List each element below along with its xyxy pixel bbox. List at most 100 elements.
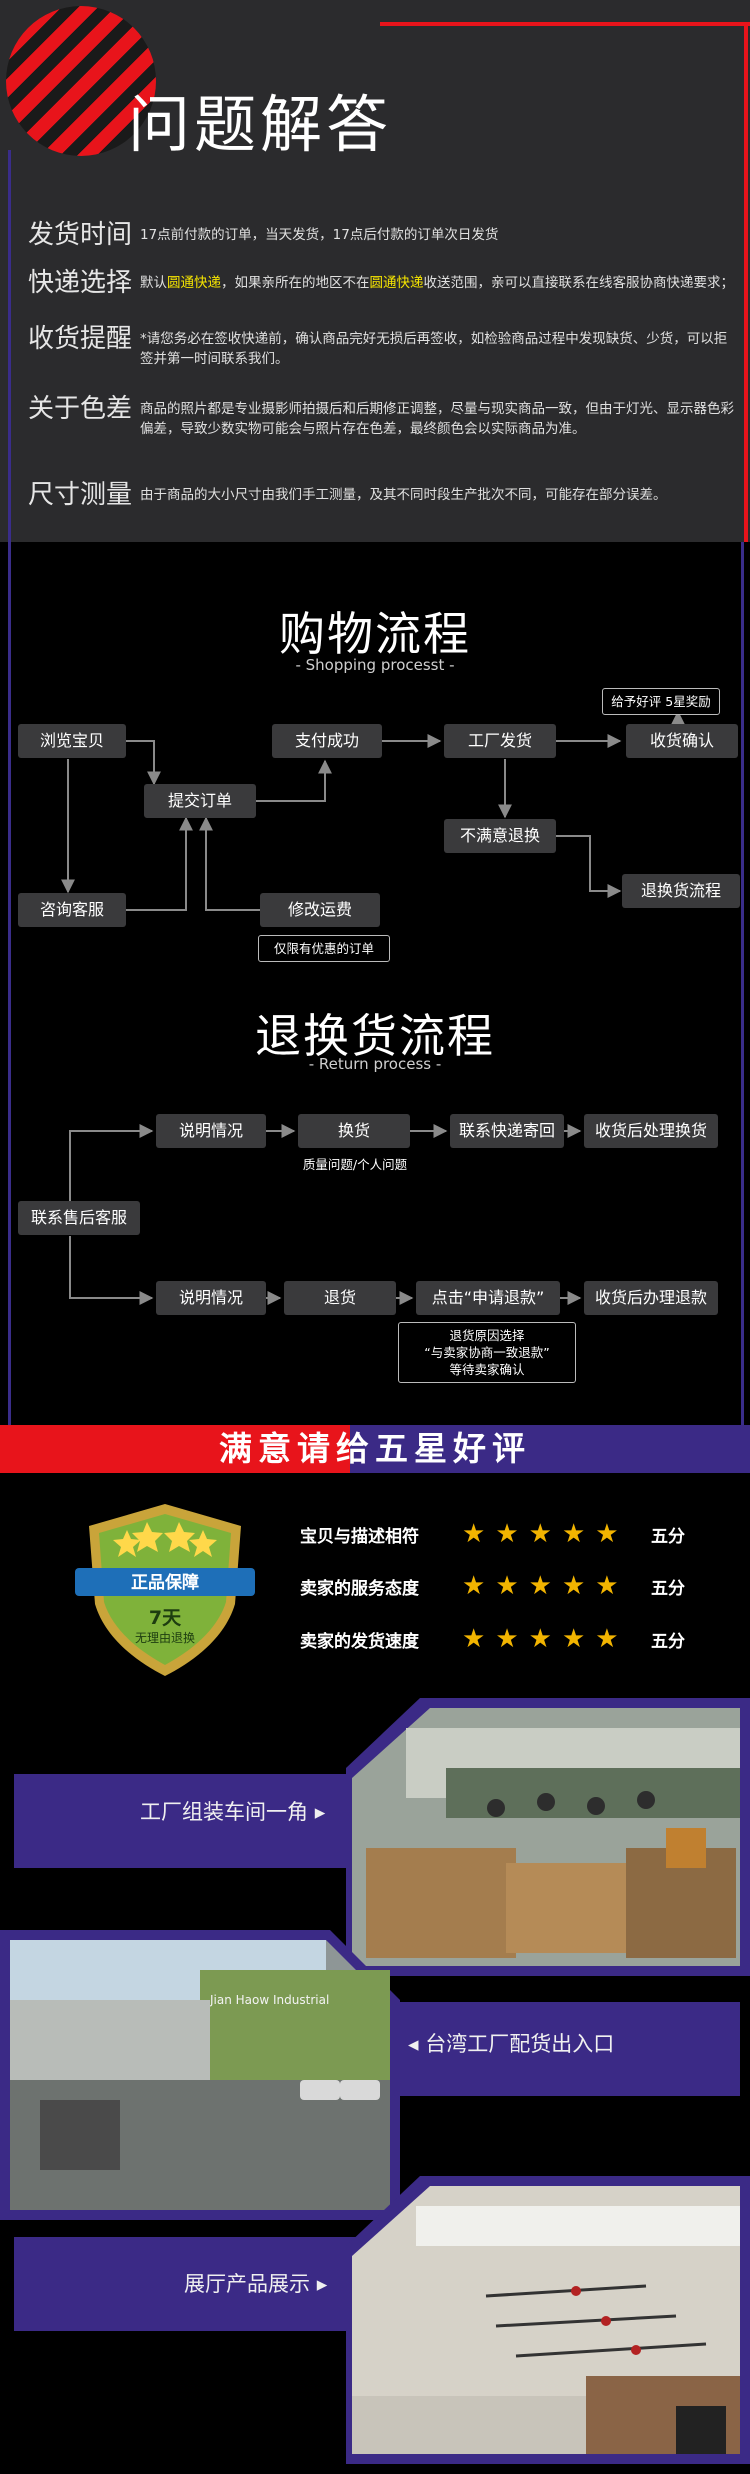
rating-row-description: 宝贝与描述相符 ★★★★★ 五分 xyxy=(300,1516,740,1552)
step-process-exchange: 收货后处理换货 xyxy=(584,1114,718,1148)
step-contact-aftersales: 联系售后客服 xyxy=(18,1201,140,1235)
step-return-flow: 退换货流程 xyxy=(622,874,740,908)
rating-label: 宝贝与描述相符 xyxy=(300,1526,419,1547)
faq-text: *请您务必在签收快递前，确认商品完好无损后再签收，如检验商品过程中发现缺货、少货… xyxy=(140,331,728,367)
faq-label: 快递选择 xyxy=(28,268,133,298)
red-frame-line xyxy=(380,22,750,26)
rating-label: 卖家的服务态度 xyxy=(300,1578,419,1599)
star-icon: ★ xyxy=(595,1624,619,1654)
banner-text-part2: 五星好评 xyxy=(375,1429,531,1468)
faq-item-size: 尺寸测量 由于商品的大小尺寸由我们手工测量，及其不同时段生产批次不同，可能存在部… xyxy=(28,478,738,512)
discount-only-tag: 仅限有优惠的订单 xyxy=(258,935,390,962)
rating-value: 五分 xyxy=(651,1631,685,1652)
shopping-title: 购物流程 xyxy=(279,607,471,661)
return-subtitle: - Return process - xyxy=(308,1055,442,1073)
rating-row-shipping-speed: 卖家的发货速度 ★★★★★ 五分 xyxy=(300,1621,740,1657)
caret-right-icon: ▸ xyxy=(314,1800,326,1824)
star-icon: ★ xyxy=(595,1519,619,1549)
star-icon: ★ xyxy=(528,1571,552,1601)
faq-text-part: ，如果亲所在的地区不在 xyxy=(221,275,370,291)
caption-text: 工厂组装车间一角 xyxy=(140,1800,308,1824)
badge-text: 正品保障 xyxy=(131,1572,199,1593)
factory-sign: Jian Haow Industrial xyxy=(209,1993,329,2007)
purple-frame-line xyxy=(8,542,11,1425)
star-icon: ★ xyxy=(528,1624,552,1654)
caret-right-icon: ▸ xyxy=(316,2272,328,2296)
star-icon: ★ xyxy=(462,1519,486,1549)
faq-section: 问题解答 发货时间 17点前付款的订单，当天发货，17点后付款的订单次日发货 快… xyxy=(0,0,750,542)
star-icon: ★ xyxy=(495,1624,519,1654)
faq-title: 问题解答 xyxy=(128,88,393,161)
badge-days: 7天 xyxy=(149,1607,182,1629)
faq-label: 尺寸测量 xyxy=(28,480,133,510)
purple-frame-line xyxy=(741,542,744,1425)
red-frame-line xyxy=(744,22,748,542)
caption-text: 展厅产品展示 xyxy=(184,2272,310,2296)
courier-highlight: 圆通快递 xyxy=(369,275,424,291)
return-flow-arrows xyxy=(69,1124,582,1305)
photo-caption-showroom: 展厅产品展示 ▸ xyxy=(184,2268,327,2298)
caption-text: 台湾工厂配货出入口 xyxy=(425,2032,615,2056)
star-icon: ★ xyxy=(561,1519,586,1549)
rating-value: 五分 xyxy=(651,1578,685,1599)
step-exchange: 换货 xyxy=(298,1114,410,1148)
step-submit-order: 提交订单 xyxy=(144,784,256,818)
tag-line: 退货原因选择 xyxy=(449,1328,525,1343)
star-icon: ★ xyxy=(528,1519,552,1549)
step-process-refund: 收货后办理退款 xyxy=(584,1281,718,1315)
star-icon: ★ xyxy=(595,1571,619,1601)
step-modify-shipping: 修改运费 xyxy=(260,893,380,927)
shopping-subtitle: - Shopping processt - xyxy=(295,656,455,674)
step-explain-refund: 说明情况 xyxy=(156,1281,266,1315)
guarantee-shield-icon: 正品保障 7天 无理由退换 xyxy=(75,1504,255,1676)
five-star-banner: 满意请给五星好评 xyxy=(0,1425,750,1473)
faq-item-shipping-time: 发货时间 17点前付款的订单，当天发货，17点后付款的订单次日发货 xyxy=(28,218,738,252)
step-explain-exchange: 说明情况 xyxy=(156,1114,266,1148)
refund-reason-tag: 退货原因选择 “与卖家协商一致退款” 等待卖家确认 xyxy=(398,1322,576,1383)
faq-item-color: 关于色差 商品的照片都是专业摄影师拍摄后和后期修正调整，尽量与现实商品一致，但由… xyxy=(28,392,738,439)
star-icon: ★ xyxy=(561,1571,586,1601)
faq-label: 收货提醒 xyxy=(28,324,133,354)
star-icon: ★ xyxy=(462,1624,486,1654)
faq-text-part: 收送范围，亲可以直接联系在线客服协商快递要求； xyxy=(423,275,735,291)
faq-text: 由于商品的大小尺寸由我们手工测量，及其不同时段生产批次不同，可能存在部分误差。 xyxy=(140,487,667,503)
faq-item-receipt: 收货提醒 *请您务必在签收快递前，确认商品完好无损后再签收，如检验商品过程中发现… xyxy=(28,322,738,369)
step-factory-ship: 工厂发货 xyxy=(444,724,556,758)
caret-left-icon: ◂ xyxy=(408,2032,419,2056)
rating-stars: ★★★★★ xyxy=(462,1521,627,1547)
return-title: 退换货流程 xyxy=(255,1009,495,1063)
star-icon: ★ xyxy=(495,1571,519,1601)
step-courier-return: 联系快递寄回 xyxy=(450,1114,564,1148)
rating-stars: ★ ★ ★ ★ ★ xyxy=(462,1573,627,1599)
quality-tag: 质量问题/个人问题 xyxy=(290,1152,420,1177)
tag-line: “与卖家协商一致退款” xyxy=(424,1345,550,1360)
shopping-flow-arrows xyxy=(61,710,685,911)
step-unsatisfied-return: 不满意退换 xyxy=(444,819,556,853)
step-apply-refund: 点击“申请退款” xyxy=(416,1281,560,1315)
faq-text: 默认圆通快递，如果亲所在的地区不在圆通快递收送范围，亲可以直接联系在线客服协商快… xyxy=(140,266,738,293)
step-payment-success: 支付成功 xyxy=(272,724,382,758)
faq-label: 发货时间 xyxy=(28,220,133,250)
step-consult-service: 咨询客服 xyxy=(18,893,126,927)
rating-label: 卖家的发货速度 xyxy=(300,1631,419,1652)
showroom-photo xyxy=(346,2176,750,2464)
photo-caption-band xyxy=(360,2002,740,2096)
rating-row-service: 卖家的服务态度 ★ ★ ★ ★ ★ 五分 xyxy=(300,1568,740,1604)
faq-item-courier: 快递选择 默认圆通快递，如果亲所在的地区不在圆通快递收送范围，亲可以直接联系在线… xyxy=(28,266,738,300)
badge-note: 无理由退换 xyxy=(135,1631,195,1645)
banner-text-part1: 满意请给 xyxy=(219,1429,375,1468)
purple-frame-line xyxy=(8,150,11,542)
step-refund: 退货 xyxy=(284,1281,396,1315)
photo-caption-workshop: 工厂组装车间一角 ▸ xyxy=(140,1796,325,1826)
courier-highlight: 圆通快递 xyxy=(167,275,221,291)
star-icon: ★ xyxy=(462,1571,486,1601)
faq-label: 关于色差 xyxy=(28,394,133,424)
step-browse: 浏览宝贝 xyxy=(18,724,126,758)
faq-text: 商品的照片都是专业摄影师拍摄后和后期修正调整，尽量与现实商品一致，但由于灯光、显… xyxy=(140,401,734,437)
rating-stars: ★★★★★ xyxy=(462,1626,627,1652)
tag-line: 等待卖家确认 xyxy=(449,1362,525,1377)
faq-text: 17点前付款的订单，当天发货，17点后付款的订单次日发货 xyxy=(140,227,499,243)
striped-circle-decoration xyxy=(6,6,156,156)
photo-caption-warehouse: ◂ 台湾工厂配货出入口 xyxy=(408,2028,614,2058)
